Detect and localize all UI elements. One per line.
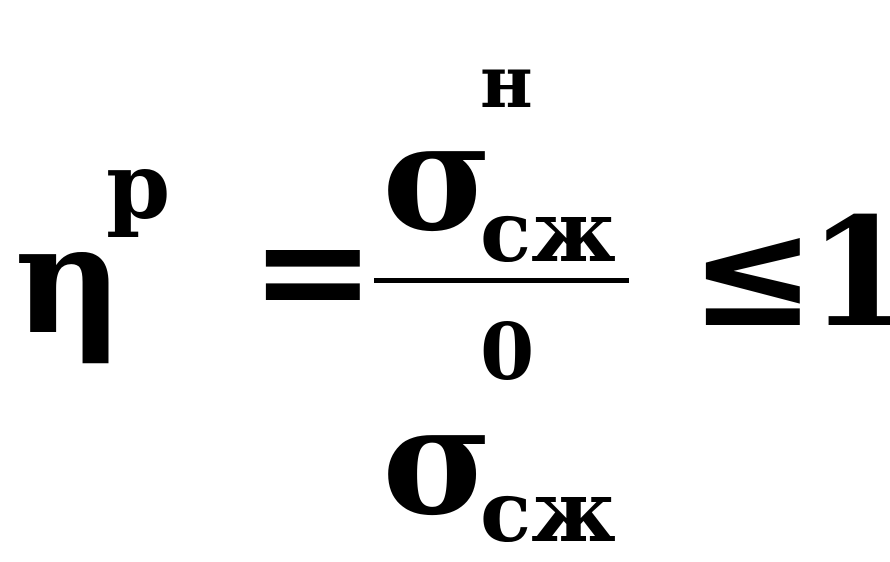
numerator-superscript: н (480, 39, 533, 124)
numerator-sigma: σ (382, 89, 493, 265)
rhs-value: 1 (808, 185, 890, 361)
eta-superscript: р (106, 132, 171, 240)
less-or-equal-sign: ≤ (690, 185, 816, 361)
equals-sign: = (250, 182, 376, 358)
denominator-subscript: сж (480, 462, 616, 561)
denominator-superscript: 0 (480, 307, 535, 398)
numerator-subscript: сж (480, 182, 616, 281)
fraction-bar (374, 278, 629, 283)
denominator-sigma: σ (382, 373, 493, 549)
eta-symbol: η (14, 192, 124, 368)
